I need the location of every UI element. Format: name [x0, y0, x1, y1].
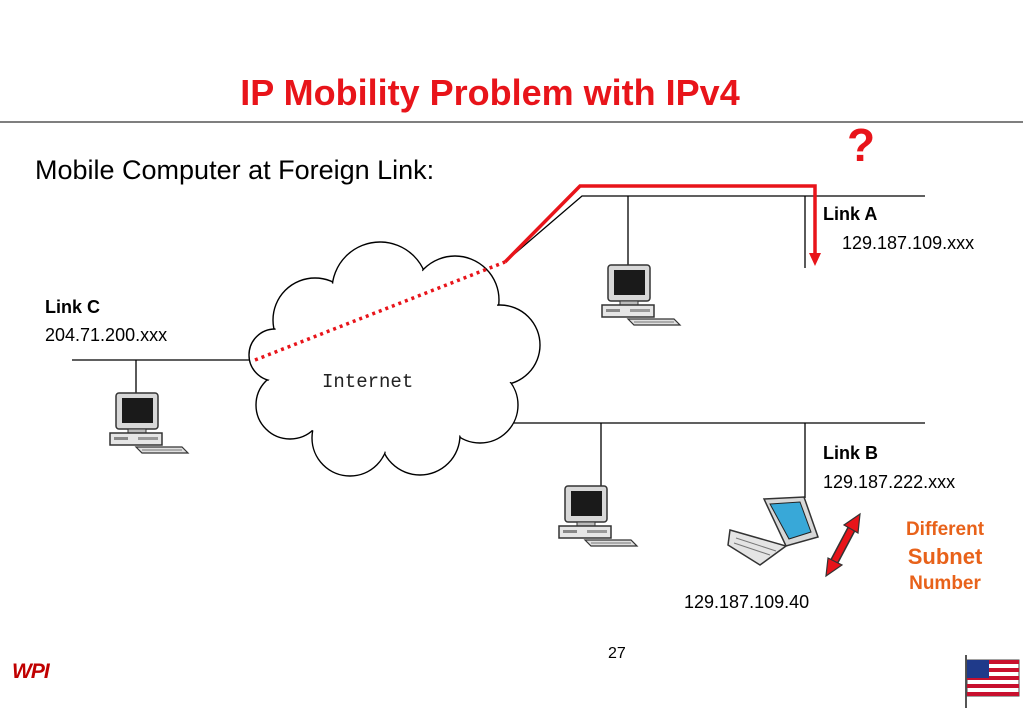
- link-b-address: 129.187.222.xxx: [823, 472, 956, 492]
- desktop-computer-a: [601, 264, 681, 326]
- link-b-name: Link B: [823, 443, 879, 463]
- subnet-note: Different Subnet Number: [886, 519, 1004, 595]
- link-a-line: [504, 195, 925, 268]
- internet-cloud-fill: [250, 243, 539, 475]
- slide-subtitle: Mobile Computer at Foreign Link:: [35, 155, 435, 185]
- desktop-computer-b: [558, 485, 638, 547]
- desktop-computer-c: [109, 392, 189, 454]
- question-mark: ?: [847, 119, 876, 171]
- link-b-line: [505, 422, 925, 498]
- internet-label: Internet: [322, 371, 414, 393]
- page-number: 27: [608, 645, 626, 662]
- slide-title: IP Mobility Problem with IPv4: [240, 72, 740, 113]
- note-line-3: Number: [909, 573, 981, 594]
- mobile-address: 129.187.109.40: [684, 592, 810, 612]
- double-arrow: [825, 512, 861, 578]
- link-c-address: 204.71.200.xxx: [45, 325, 168, 345]
- us-flag-icon: [965, 655, 1020, 708]
- link-c-name: Link C: [45, 297, 101, 317]
- solid-path: [503, 184, 817, 264]
- note-line-2: Subnet: [907, 544, 983, 569]
- dotted-path: [254, 260, 506, 362]
- path-arrow-head: [809, 253, 821, 266]
- wpi-logo: WPI: [12, 660, 50, 683]
- note-line-1: Different: [905, 519, 985, 540]
- link-a-name: Link A: [823, 204, 878, 224]
- laptop-computer: [727, 496, 819, 566]
- link-a-address: 129.187.109.xxx: [842, 233, 975, 253]
